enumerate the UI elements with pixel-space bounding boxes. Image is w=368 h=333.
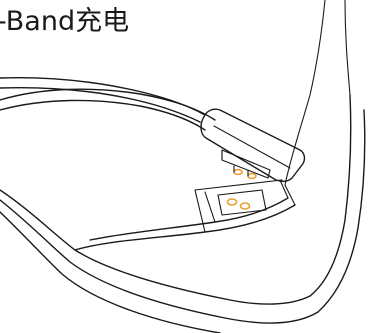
charging-contacts <box>217 189 267 216</box>
charging-cable <box>0 77 206 123</box>
caption-title: -Band充电 <box>0 6 130 37</box>
charging-clip <box>200 108 306 183</box>
